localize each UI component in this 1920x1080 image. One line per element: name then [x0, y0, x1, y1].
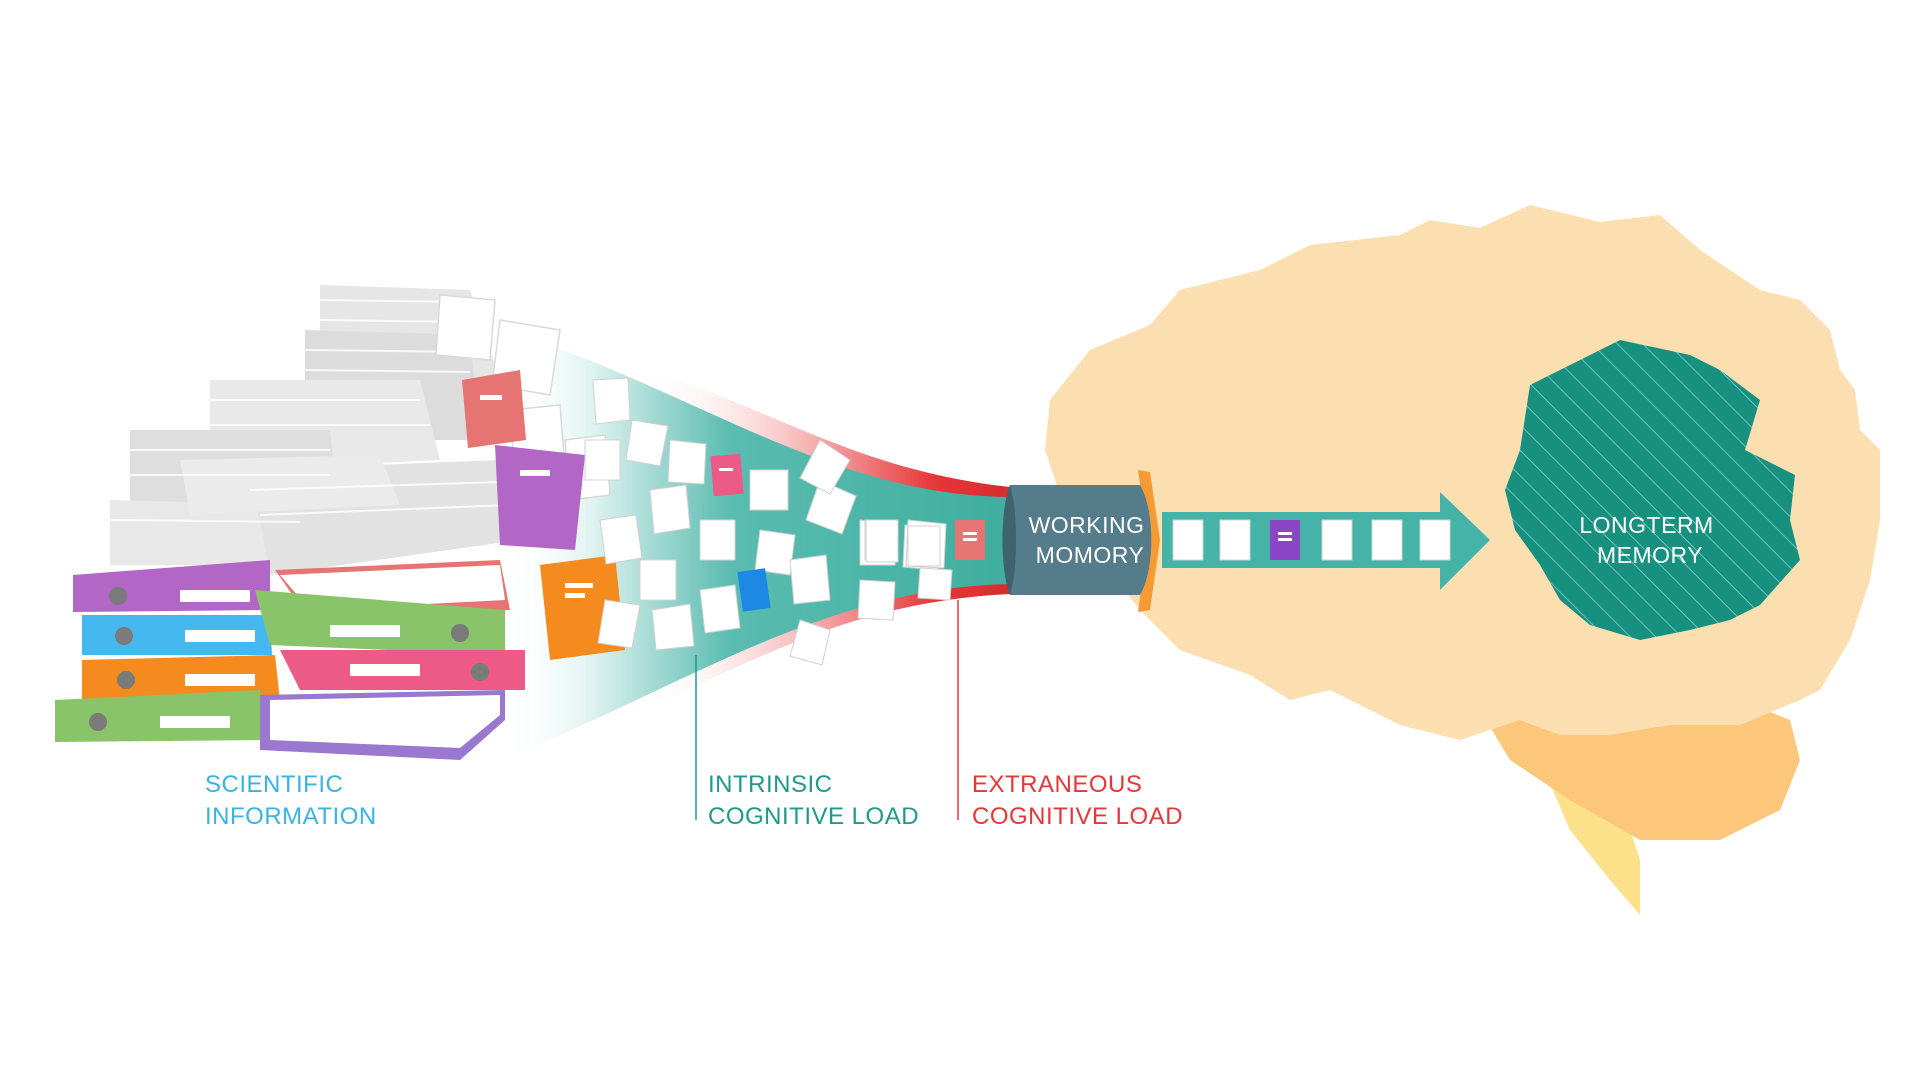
longterm-memory-region — [1505, 340, 1800, 640]
book-icon — [255, 560, 525, 760]
intrinsic-cognitive-load-label: INTRINSIC COGNITIVE LOAD — [708, 771, 919, 830]
document-icon — [1321, 519, 1353, 561]
book-icon — [462, 370, 526, 448]
blue-book — [737, 568, 771, 612]
longterm-memory-label: LONGTERM MEMORY — [1579, 512, 1720, 568]
document-icon — [1371, 519, 1403, 561]
documents-in-funnel — [584, 377, 985, 666]
document-icon — [1219, 519, 1251, 561]
working-memory-cylinder — [1002, 485, 1152, 595]
documents-on-arrow — [1172, 519, 1451, 561]
document-icon — [1172, 519, 1204, 561]
extraneous-cognitive-load-label: EXTRANEOUS COGNITIVE LOAD — [972, 771, 1183, 830]
document-icon — [1419, 519, 1451, 561]
working-memory-label: WORKING MOMORY — [1029, 512, 1152, 568]
working-memory-rim — [1002, 485, 1016, 595]
scientific-information-label: SCIENTIFIC INFORMATION — [205, 771, 377, 830]
book-icon — [495, 445, 585, 550]
binder-icon — [55, 560, 280, 742]
intrinsic-load-band — [500, 330, 1010, 760]
brainstem — [1490, 690, 1640, 915]
pink-book — [710, 453, 744, 497]
